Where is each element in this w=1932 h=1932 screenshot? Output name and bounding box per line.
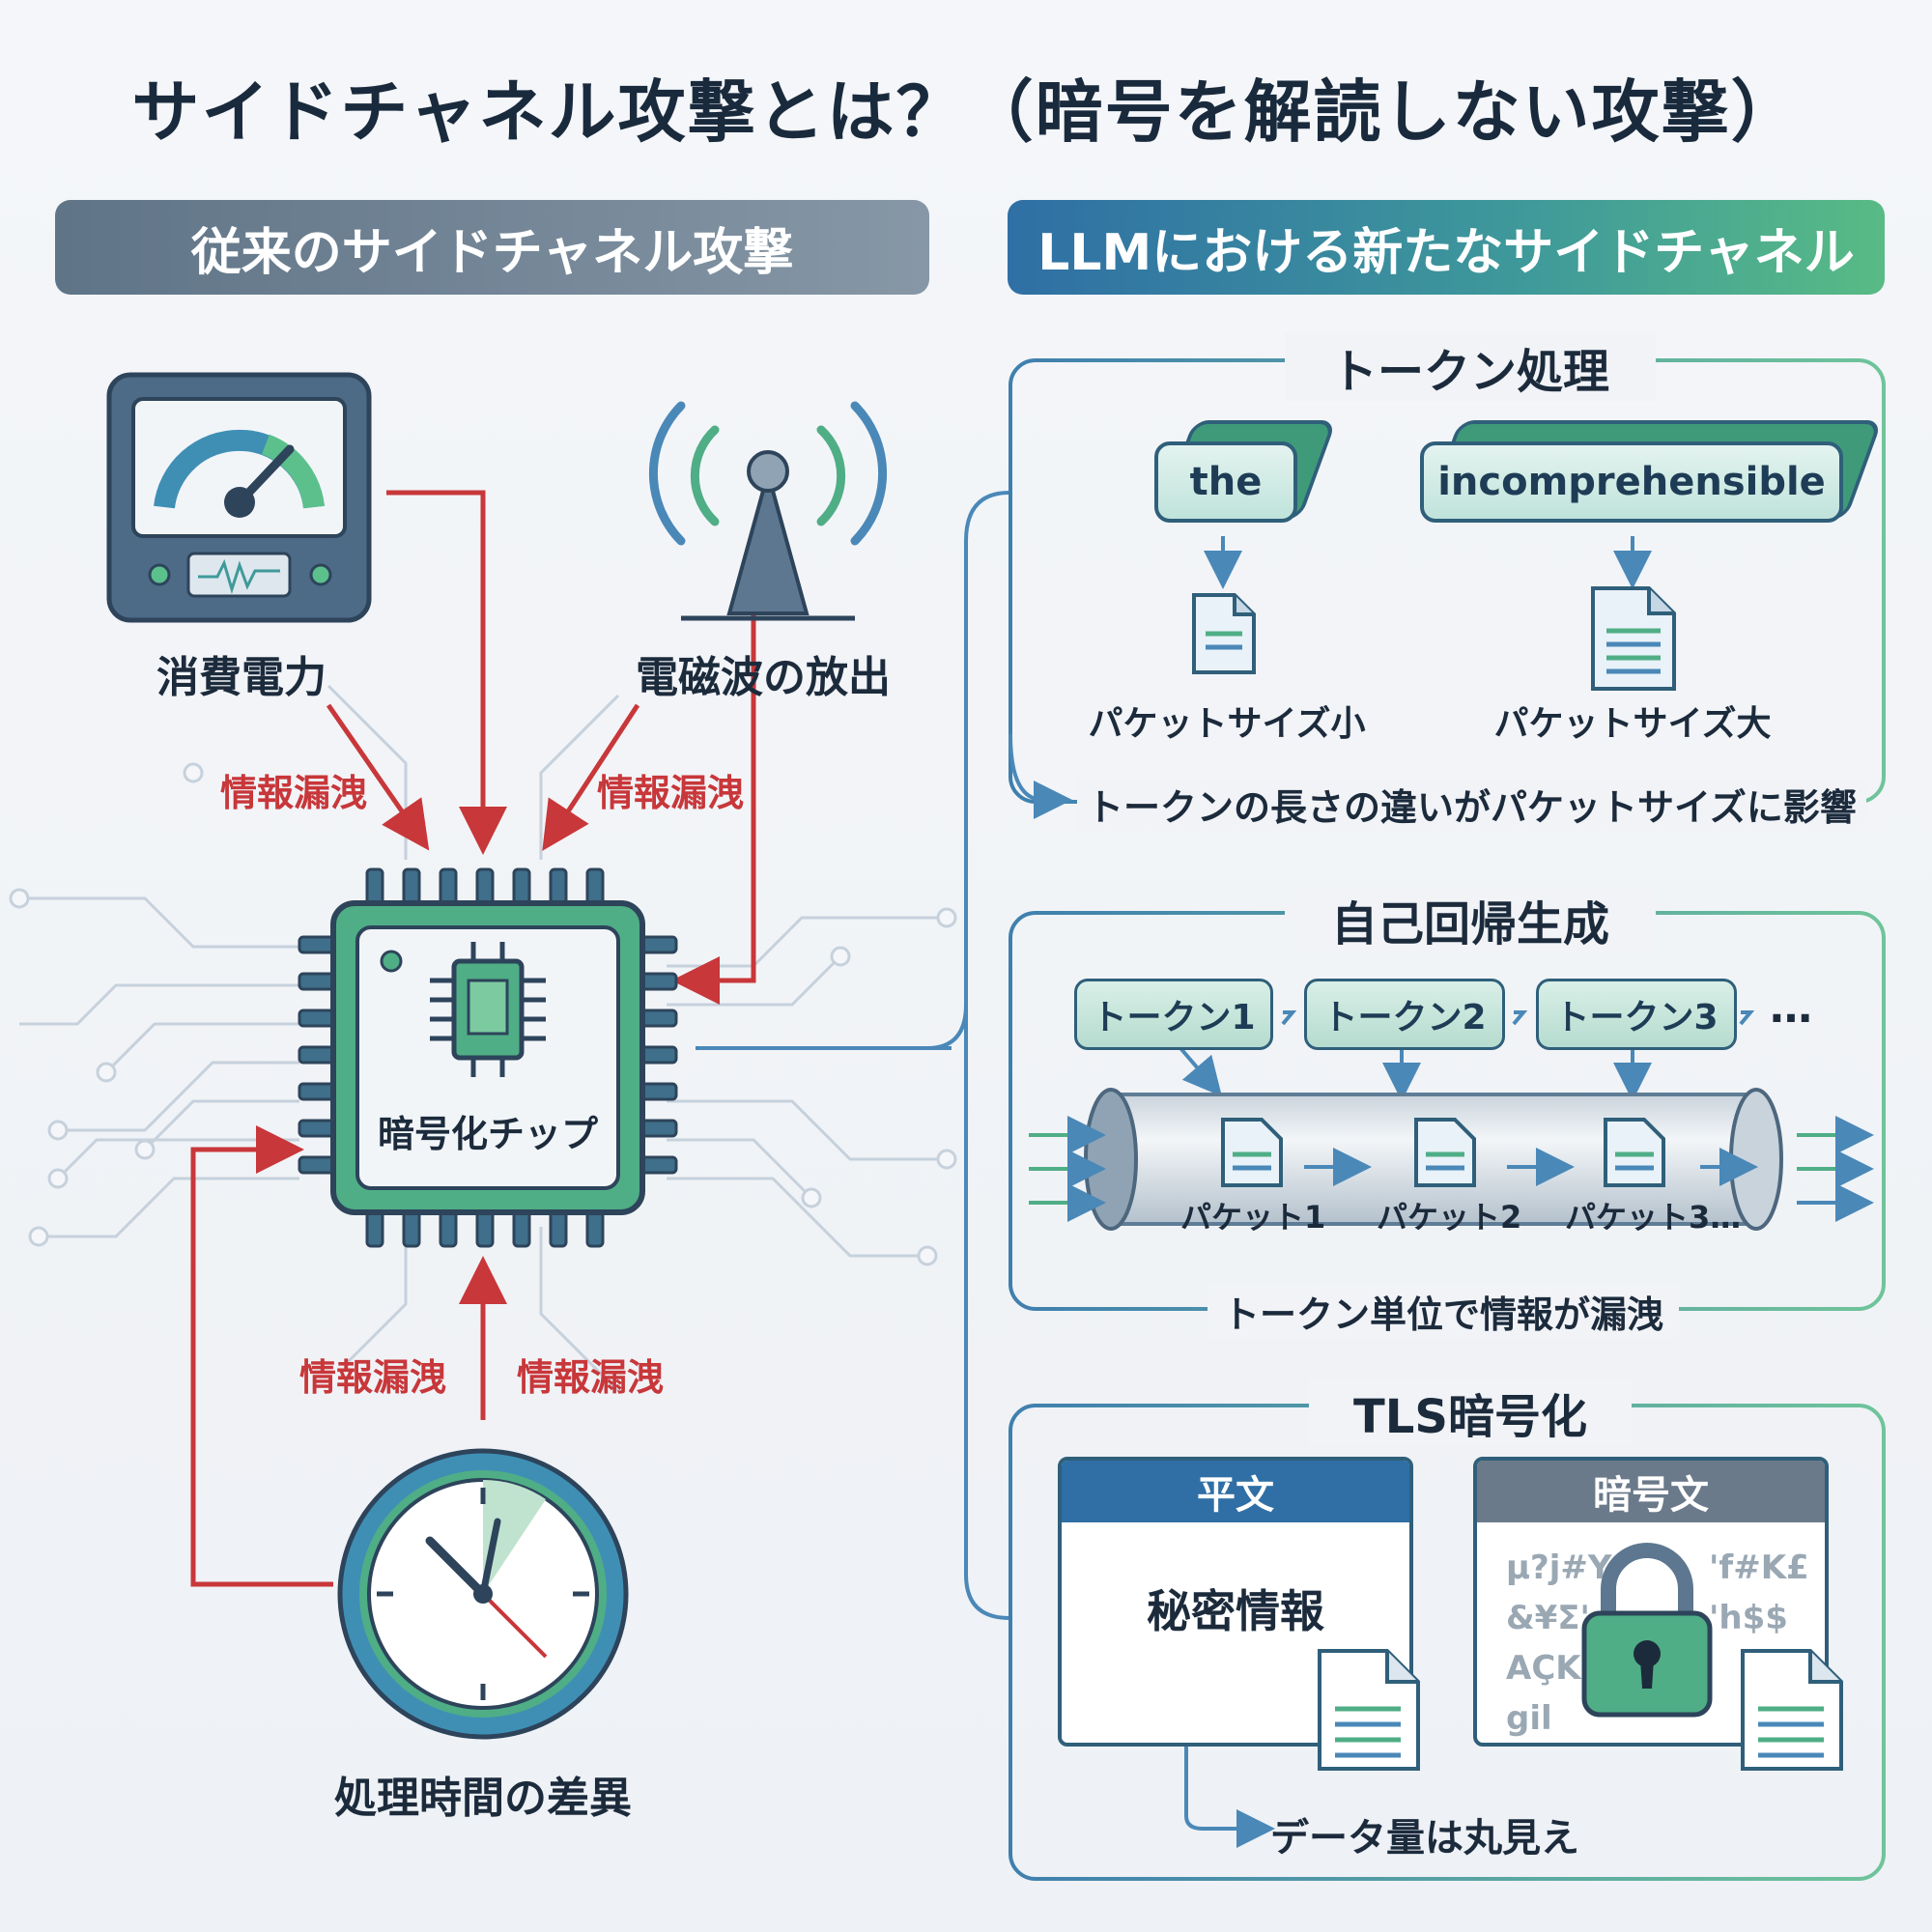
left-banner: 従来のサイドチャネル攻撃 bbox=[55, 200, 929, 295]
ar-section-title: 自己回帰生成 bbox=[1285, 886, 1656, 953]
leak-arrows bbox=[190, 490, 756, 1587]
ar-token-3: トークン3 bbox=[1536, 979, 1737, 1050]
section-connector bbox=[696, 491, 1010, 1620]
leak-label-time-left: 情報漏洩 bbox=[299, 1356, 447, 1399]
token-section-note: トークンの長さの違いがパケットサイズに影響 bbox=[1077, 778, 1866, 831]
packet-small-icon bbox=[1192, 593, 1256, 674]
antenna-icon bbox=[648, 401, 888, 621]
ar-token-2: トークン2 bbox=[1304, 979, 1505, 1050]
ar-ellipsis: … bbox=[1770, 983, 1812, 1033]
ar-section-note: トークン単位で情報が漏洩 bbox=[1208, 1285, 1680, 1338]
packet-large-icon bbox=[1591, 586, 1676, 691]
token-long: incomprehensible bbox=[1420, 420, 1883, 536]
clock-icon bbox=[337, 1448, 629, 1740]
page-title: サイドチャネル攻撃とは？（暗号を解読しない攻撃） bbox=[131, 72, 1801, 152]
leak-label-time-right: 情報漏洩 bbox=[517, 1356, 665, 1399]
ar-packet-2-icon bbox=[1414, 1118, 1476, 1187]
packet-large-label: パケットサイズ大 bbox=[1493, 704, 1772, 744]
em-label: 電磁波の放出 bbox=[636, 653, 891, 702]
time-label: 処理時間の差異 bbox=[334, 1774, 632, 1823]
packet-small-label: パケットサイズ小 bbox=[1088, 704, 1366, 744]
leak-label-em: 情報漏洩 bbox=[597, 772, 745, 814]
plaintext-body: 秘密情報 bbox=[1147, 1585, 1324, 1637]
ciphertext-document-icon bbox=[1741, 1649, 1843, 1771]
ar-packet-1-icon bbox=[1221, 1118, 1283, 1187]
token-long-label: incomprehensible bbox=[1420, 441, 1843, 523]
plaintext-header: 平文 bbox=[1062, 1461, 1409, 1522]
right-banner: LLMにおける新たなサイドチャネル bbox=[1008, 200, 1885, 295]
cipher-glyphs-left: µ?j#Y &¥Σ' AÇK gil bbox=[1506, 1548, 1612, 1738]
chip-icon bbox=[298, 867, 678, 1248]
ar-packet-1-label: パケット1 bbox=[1180, 1199, 1326, 1236]
power-meter-icon bbox=[106, 372, 372, 623]
lock-icon bbox=[1581, 1543, 1713, 1718]
cipher-glyphs-right: 'f#K£ 'h$$ bbox=[1709, 1548, 1809, 1637]
leak-label-power: 情報漏洩 bbox=[220, 772, 368, 814]
ar-packet-3-label: パケット3… bbox=[1565, 1199, 1742, 1236]
circuit-traces bbox=[19, 684, 947, 1393]
tls-section-title: TLS暗号化 bbox=[1309, 1378, 1632, 1446]
plaintext-document-icon bbox=[1318, 1649, 1420, 1771]
tls-section-note: データ量は丸見え bbox=[1270, 1816, 1579, 1861]
token-section-title: トークン処理 bbox=[1285, 333, 1656, 401]
token-short-label: the bbox=[1154, 441, 1297, 523]
ciphertext-panel: 暗号文 µ?j#Y &¥Σ' AÇK gil 'f#K£ 'h$$ bbox=[1473, 1457, 1829, 1747]
chip-label: 暗号化チップ bbox=[377, 1113, 598, 1155]
ar-packet-2-label: パケット2 bbox=[1377, 1199, 1522, 1236]
ar-token-1: トークン1 bbox=[1074, 979, 1273, 1050]
token-short: the bbox=[1154, 420, 1337, 536]
power-label: 消費電力 bbox=[156, 653, 327, 702]
ar-packet-3-icon bbox=[1604, 1118, 1665, 1187]
ciphertext-header: 暗号文 bbox=[1477, 1461, 1825, 1522]
